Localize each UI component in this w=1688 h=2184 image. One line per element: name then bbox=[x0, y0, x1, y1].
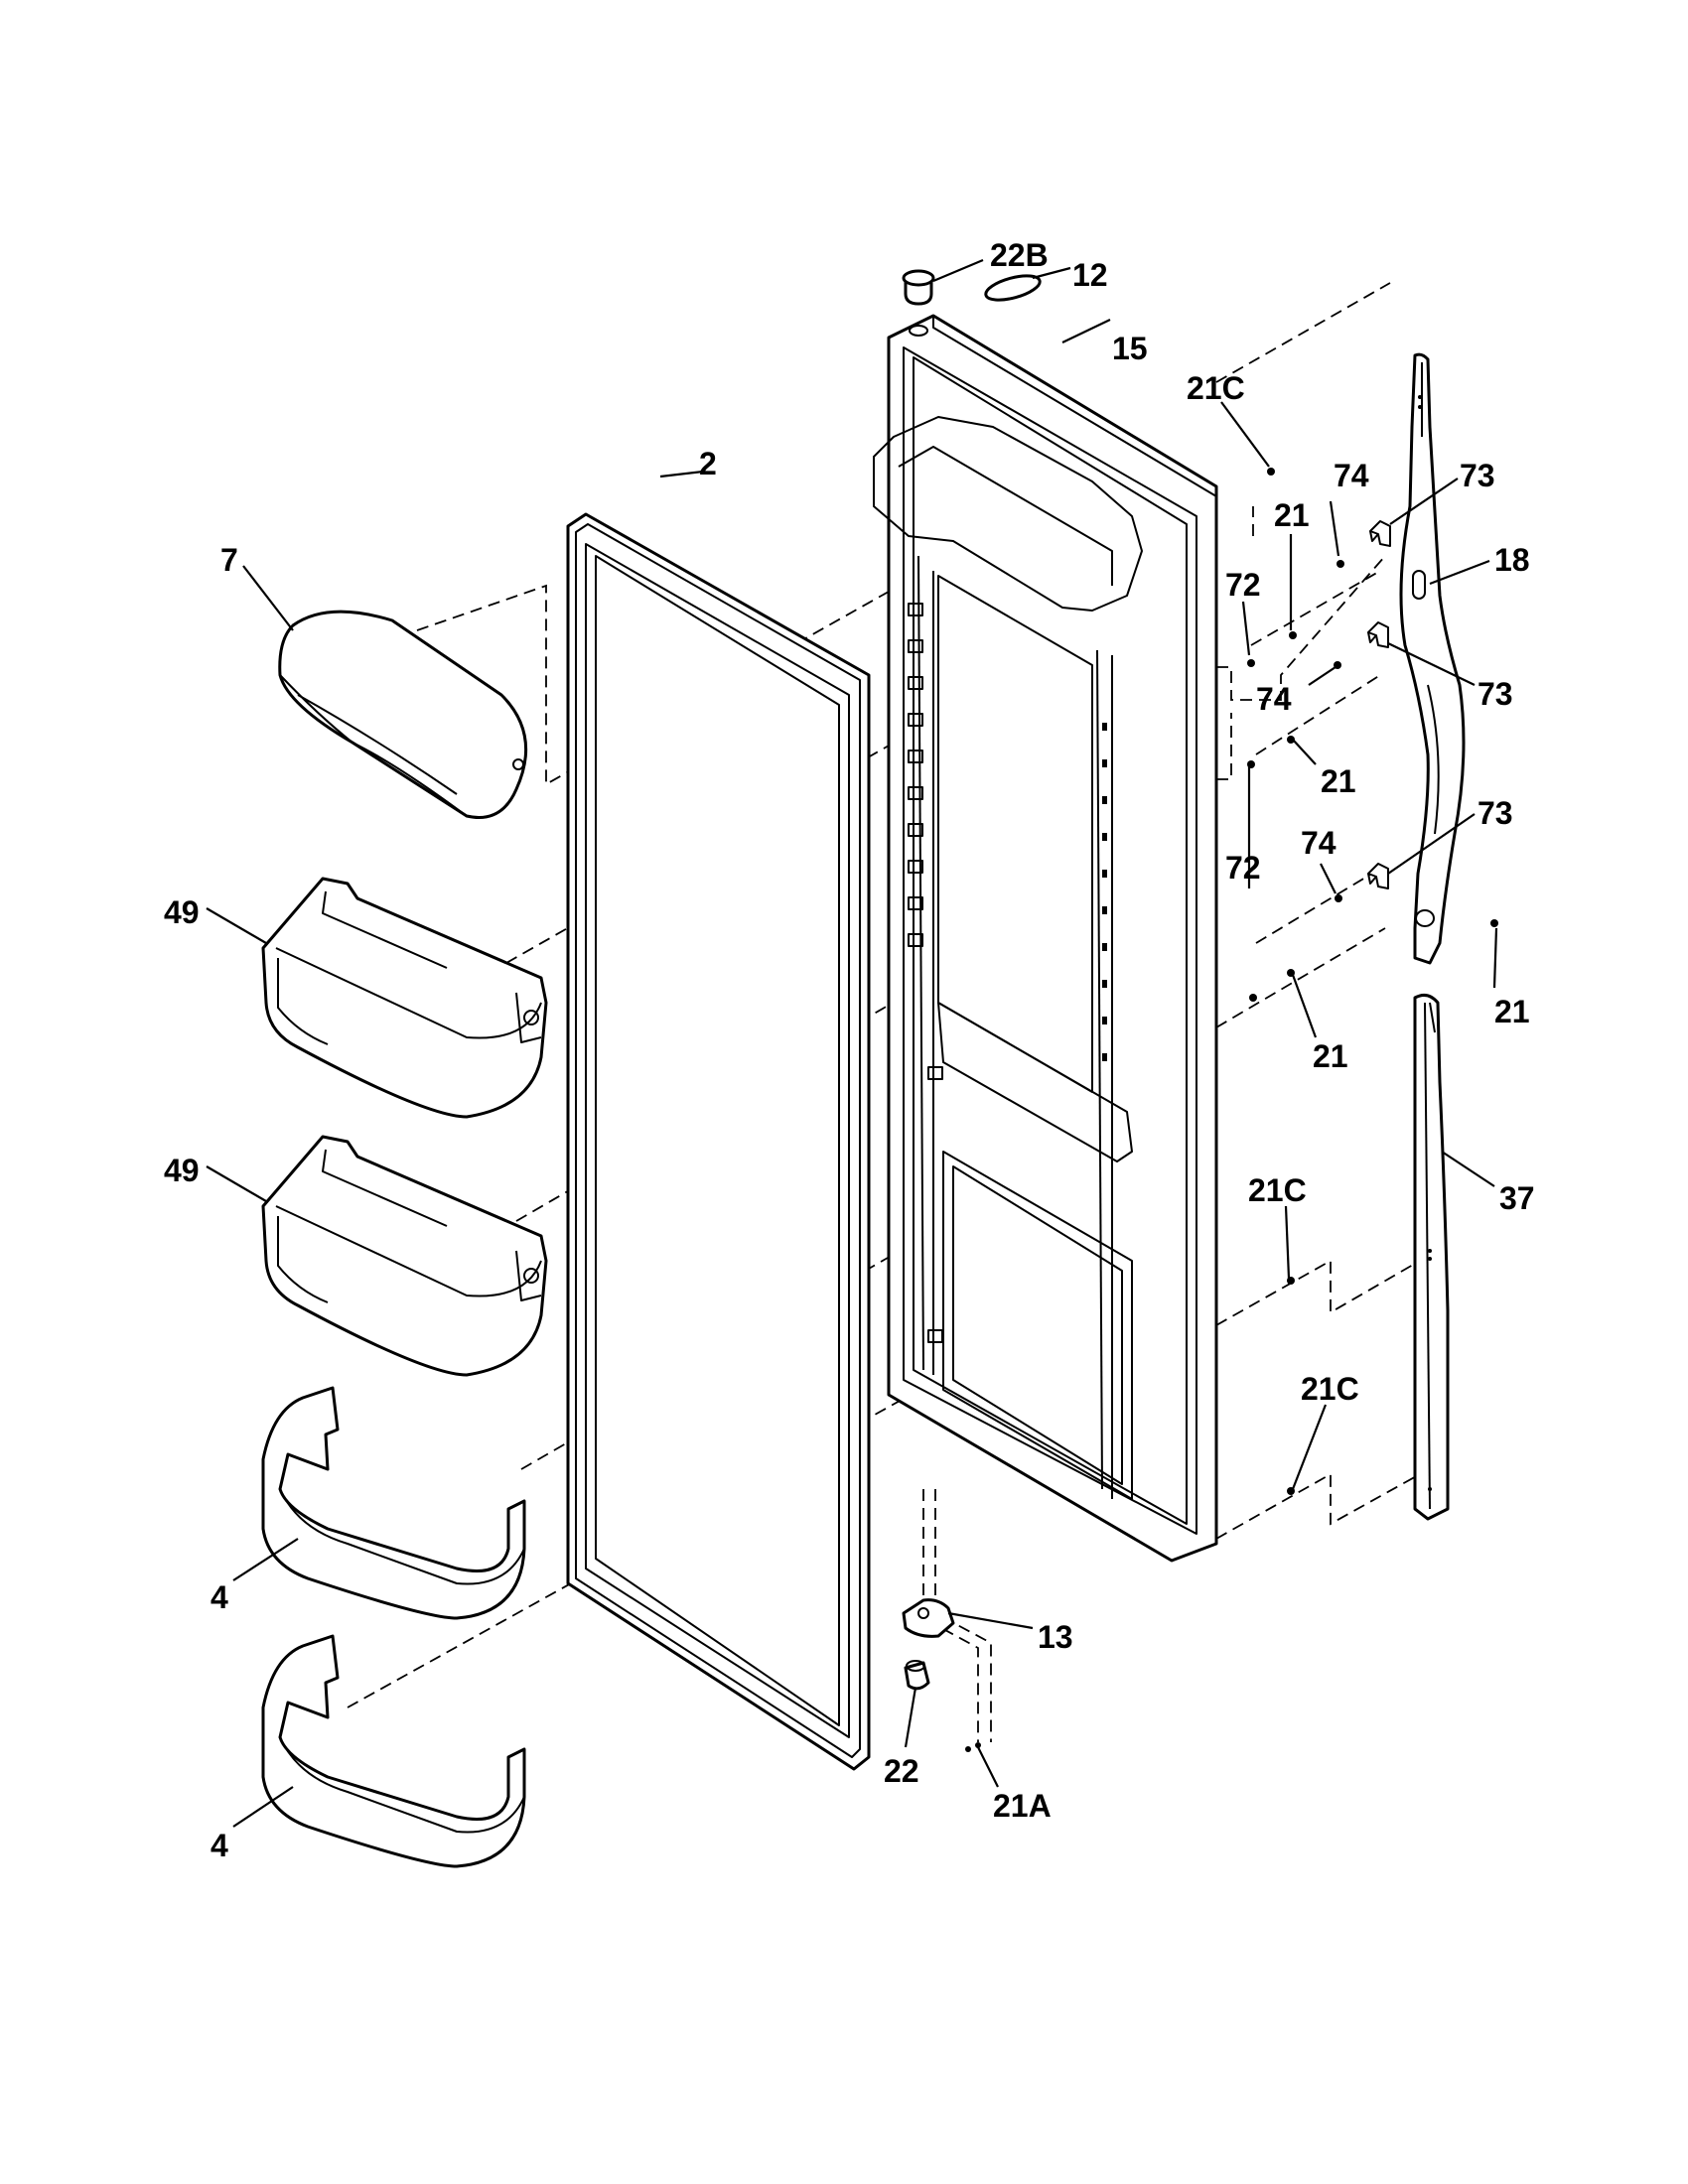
label-74-middle: 74 bbox=[1256, 681, 1292, 717]
label-21-right: 21 bbox=[1494, 994, 1530, 1029]
label-37: 37 bbox=[1499, 1180, 1535, 1216]
part-37-handle-trim bbox=[1413, 993, 1450, 1521]
label-74-bottom: 74 bbox=[1301, 825, 1336, 861]
part-4-door-shelf-upper bbox=[261, 1386, 526, 1620]
label-49-upper: 49 bbox=[164, 894, 200, 930]
label-73-bottom: 73 bbox=[1477, 795, 1513, 831]
label-21C-middle: 21C bbox=[1248, 1172, 1307, 1208]
liner-shelf-notches bbox=[908, 603, 943, 1343]
part-22B-hinge-bushing bbox=[902, 269, 935, 337]
part-49-door-bin-upper bbox=[261, 877, 548, 1119]
label-49-lower: 49 bbox=[164, 1153, 200, 1188]
part-18-door-handle bbox=[1399, 352, 1466, 965]
label-72-bottom: 72 bbox=[1225, 850, 1261, 886]
label-13: 13 bbox=[1038, 1619, 1073, 1655]
part-73-handle-clip-middle bbox=[1367, 621, 1389, 648]
part-73-handle-clip-upper bbox=[1369, 520, 1391, 547]
label-21-middle: 21 bbox=[1321, 763, 1356, 799]
part-12-hole-plug bbox=[984, 274, 1042, 302]
part-73-handle-clip-lower bbox=[1367, 863, 1389, 889]
label-21-lower: 21 bbox=[1313, 1038, 1348, 1074]
part-2-door-gasket bbox=[566, 512, 871, 1771]
part-22-hinge-bushing bbox=[904, 1660, 930, 1691]
label-12: 12 bbox=[1072, 257, 1108, 293]
label-21-top: 21 bbox=[1274, 497, 1310, 533]
label-21A: 21A bbox=[993, 1788, 1052, 1824]
leader-lines bbox=[206, 258, 1498, 1828]
label-7: 7 bbox=[220, 542, 238, 578]
label-15: 15 bbox=[1112, 331, 1148, 366]
label-4-upper: 4 bbox=[211, 1579, 228, 1615]
liner-rail-holes bbox=[1102, 723, 1107, 1061]
label-22: 22 bbox=[884, 1753, 919, 1789]
label-72-top: 72 bbox=[1225, 567, 1261, 603]
part-4-door-shelf-lower bbox=[261, 1634, 526, 1868]
part-13-bottom-hinge bbox=[902, 1598, 955, 1638]
label-73-top: 73 bbox=[1460, 458, 1495, 493]
label-73-middle: 73 bbox=[1477, 676, 1513, 712]
part-15-door-assembly bbox=[873, 314, 1218, 1563]
label-22B: 22B bbox=[990, 237, 1049, 273]
label-21C-top: 21C bbox=[1187, 370, 1245, 406]
part-labels: 22B 12 15 21C 2 74 73 7 21 18 72 74 73 2… bbox=[164, 237, 1535, 1863]
part-7-dairy-door bbox=[278, 610, 528, 819]
label-18: 18 bbox=[1494, 542, 1530, 578]
label-21C-bottom: 21C bbox=[1301, 1371, 1359, 1407]
label-4-lower: 4 bbox=[211, 1828, 228, 1863]
label-74-top: 74 bbox=[1334, 458, 1369, 493]
part-49-door-bin-lower bbox=[261, 1135, 548, 1377]
label-2: 2 bbox=[699, 446, 717, 481]
